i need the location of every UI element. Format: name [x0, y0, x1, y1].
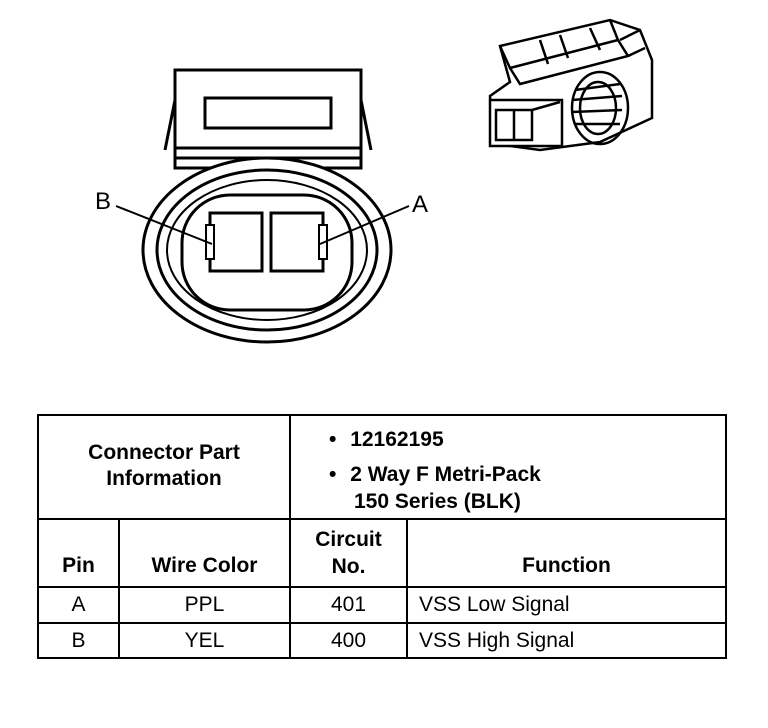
pin-b-callout: B — [95, 188, 112, 215]
part-description-line2: 150 Series (BLK) — [354, 490, 521, 513]
bullet: • — [329, 428, 337, 451]
row-b-wire-color: YEL — [184, 629, 225, 652]
part-info-label-line1: Connector Part — [88, 441, 240, 464]
header-circuit-line2: No. — [331, 555, 366, 578]
part-number: 12162195 — [350, 428, 444, 451]
latch-housing — [173, 68, 363, 170]
part-info-values: • 12162195 • 2 Way F Metri-Pack 150 Seri… — [329, 426, 719, 515]
leader-b — [115, 205, 213, 245]
part-info-label-line2: Information — [106, 467, 222, 490]
header-function: Function — [522, 554, 611, 577]
pin-a-callout: A — [412, 191, 429, 218]
terminal-insert — [180, 193, 354, 312]
header-pin: Pin — [62, 554, 95, 577]
latch-window — [203, 96, 333, 130]
connector-isometric-view — [488, 18, 654, 152]
header-circuit-no: Circuit No. — [291, 526, 406, 580]
seal-ring-outer — [155, 168, 379, 332]
row-b-circuit: 400 — [330, 629, 367, 652]
header-circuit-line1: Circuit — [315, 528, 382, 551]
connector-diagram — [115, 18, 654, 344]
row-a-circuit: 401 — [330, 593, 367, 616]
row-b-function: VSS High Signal — [419, 629, 575, 652]
row-b-pin: B — [71, 629, 86, 652]
row-a-wire-color: PPL — [184, 593, 225, 616]
part-description-line1: 2 Way F Metri-Pack — [350, 463, 541, 486]
row-a-pin: A — [71, 593, 86, 616]
seal-ring-inner — [166, 179, 368, 321]
connector-body — [141, 156, 393, 344]
header-wire-color: Wire Color — [151, 554, 258, 577]
connector-info-table: Connector Part Information • 12162195 • … — [37, 414, 727, 659]
row-a-function: VSS Low Signal — [419, 593, 570, 616]
leader-a — [319, 205, 410, 245]
bullet: • — [329, 463, 337, 486]
part-info-label: Connector Part Information — [39, 440, 289, 492]
